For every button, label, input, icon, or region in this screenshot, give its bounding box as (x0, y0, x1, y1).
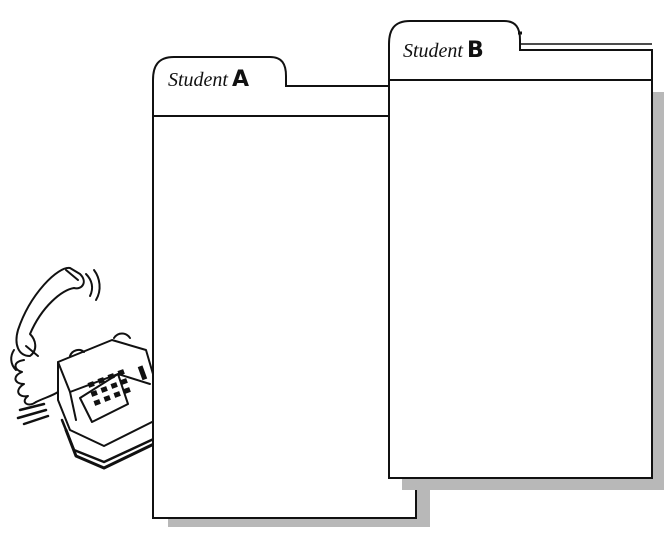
folder-a-letter: A (232, 67, 250, 92)
telephone-icon (10, 266, 162, 470)
folder-b-word: Student (403, 40, 463, 62)
folder-a-word: Student (168, 69, 228, 91)
folder-a (152, 56, 417, 519)
folder-b-letter: B (467, 38, 484, 63)
folder-b (388, 20, 653, 479)
